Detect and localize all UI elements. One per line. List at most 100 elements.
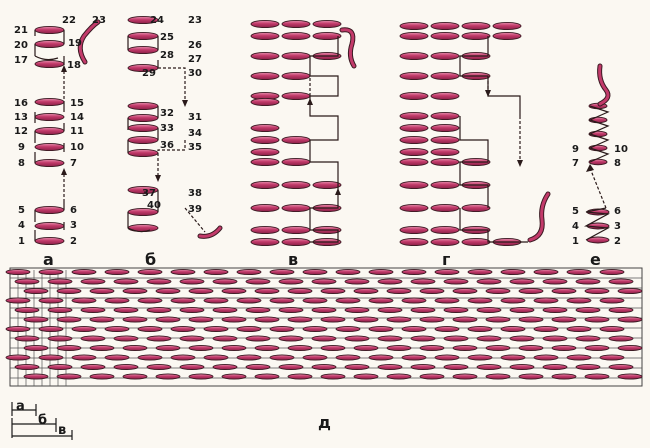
stitch (127, 31, 159, 41)
stitch (312, 31, 342, 41)
panel-a-label: а (43, 250, 54, 269)
stitch (281, 203, 311, 213)
stitch (287, 287, 313, 295)
stitch (551, 287, 577, 295)
stitch (89, 344, 115, 352)
stitch (312, 180, 342, 190)
stitch (188, 373, 214, 380)
stitch (113, 335, 139, 342)
stitch (368, 354, 394, 361)
panel-v-arrow-head (307, 98, 313, 105)
stitch (430, 157, 460, 167)
stitch (281, 237, 311, 247)
stitch (47, 363, 73, 371)
stitch (34, 25, 65, 35)
stitch (56, 287, 82, 295)
stitch (155, 287, 181, 295)
stitch (5, 268, 31, 276)
stitch (419, 344, 445, 352)
panel-a-number: 21 (14, 25, 28, 36)
stitch (461, 21, 491, 31)
stitch (71, 325, 97, 333)
panel-b-number: 31 (188, 112, 202, 123)
stitch (476, 278, 502, 285)
stitch (533, 297, 559, 304)
panel-a-number: 8 (18, 158, 25, 169)
stitch (104, 297, 130, 304)
stitch (38, 325, 64, 333)
stitch (584, 373, 610, 380)
stitch (492, 21, 522, 31)
stitch (518, 373, 544, 380)
stitch (353, 344, 379, 352)
stitch (533, 354, 559, 361)
stitch (281, 19, 311, 29)
stitch (38, 354, 64, 361)
stitch (302, 268, 328, 276)
panel-e-number: 3 (614, 221, 621, 232)
stitch (212, 335, 238, 342)
panel-e-label: е (590, 250, 601, 269)
stitch (500, 297, 526, 304)
stitch (608, 306, 634, 314)
stitch (467, 297, 493, 304)
stitch (492, 31, 522, 41)
stitch (212, 278, 238, 285)
panel-a-number: 13 (14, 112, 28, 123)
panel-v-diagram: в (250, 19, 357, 269)
panel-a-number: 1 (18, 236, 25, 247)
stitch (617, 373, 643, 380)
stitch (122, 316, 148, 323)
panel-b-number: 35 (188, 142, 202, 153)
stitch (401, 297, 427, 304)
stitch (542, 306, 568, 314)
stitch (533, 325, 559, 333)
stitch (221, 344, 247, 352)
stitch (410, 306, 436, 314)
stitch (430, 147, 460, 157)
panel-a-number: 2 (70, 236, 77, 247)
stitch (386, 344, 412, 352)
stitch (476, 335, 502, 342)
panel-v-label: в (288, 250, 298, 269)
stitch (353, 373, 379, 380)
stitch (179, 306, 205, 314)
stitch (34, 158, 65, 168)
panel-g-arrow-head (485, 90, 491, 97)
stitch (278, 335, 304, 342)
panel-b-number: 29 (142, 68, 156, 79)
panel-a-thread-tail (78, 20, 100, 64)
stitch (410, 363, 436, 371)
panel-d-scale-label: в (58, 423, 66, 438)
stitch (443, 363, 469, 371)
stitch (386, 287, 412, 295)
stitch (434, 354, 460, 361)
stitch (89, 287, 115, 295)
stitch (212, 306, 238, 314)
stitch (401, 268, 427, 276)
stitch (278, 306, 304, 314)
stitch (377, 363, 403, 371)
stitch (34, 142, 65, 152)
stitch (14, 278, 40, 285)
stitch (155, 344, 181, 352)
panel-g-thread-tail (528, 192, 550, 242)
panel-a-number: 14 (70, 112, 84, 123)
stitch (221, 316, 247, 323)
stitch (386, 373, 412, 380)
stitch (34, 221, 65, 231)
stitch (399, 123, 429, 133)
stitch (203, 325, 229, 333)
stitch (452, 316, 478, 323)
stitch (399, 203, 429, 213)
stitch (311, 278, 337, 285)
stitch (80, 278, 106, 285)
stitch (419, 373, 445, 380)
stitch (250, 147, 280, 157)
stitch (137, 268, 163, 276)
panel-g-label: г (442, 250, 450, 269)
stitch (236, 325, 262, 333)
stitch (443, 335, 469, 342)
stitch (476, 363, 502, 371)
stitch (344, 335, 370, 342)
